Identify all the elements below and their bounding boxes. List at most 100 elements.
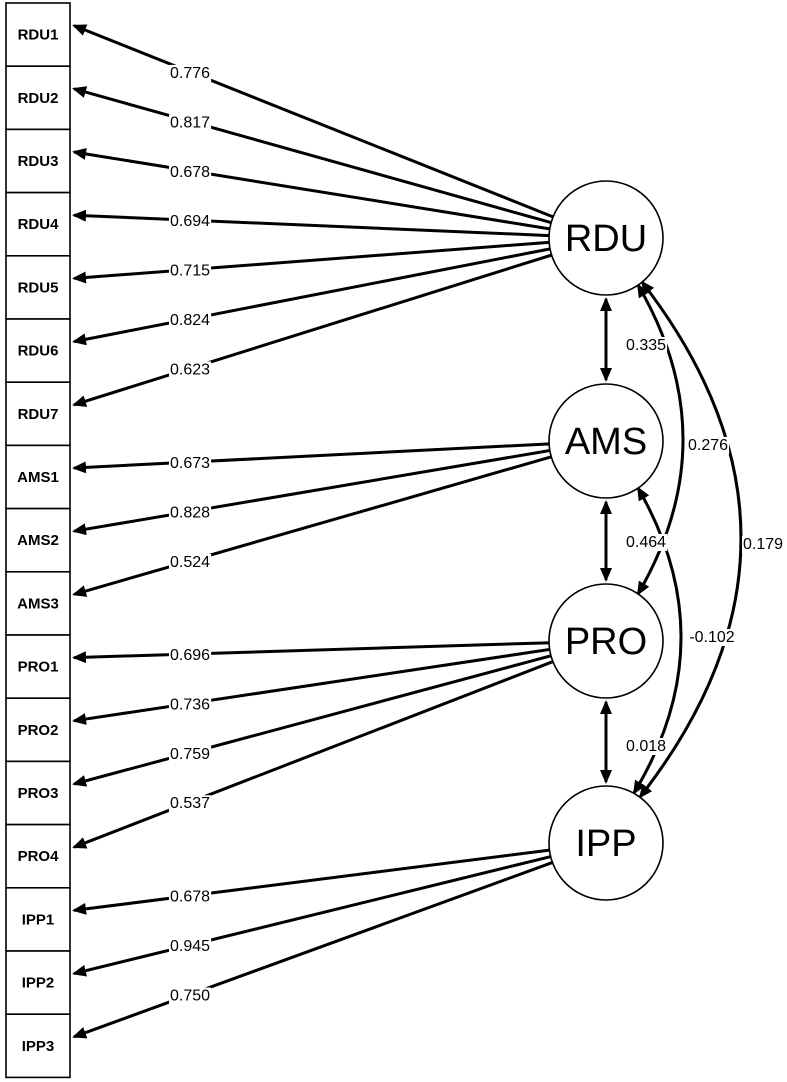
indicator-box-rdu1: RDU1 — [5, 2, 71, 68]
indicator-label: IPP2 — [22, 975, 55, 992]
indicator-box-ams1: AMS1 — [5, 444, 71, 510]
loading-label-ipp2: 0.945 — [168, 938, 212, 956]
indicator-box-ams3: AMS3 — [5, 570, 71, 636]
loading-edge-rdu-rdu3 — [72, 147, 556, 232]
loading-label-pro3-text: 0.759 — [170, 746, 210, 763]
correlation-label-rdu-pro: 0.276 — [686, 437, 730, 454]
indicator-box-rdu4: RDU4 — [5, 191, 71, 257]
loading-label-rdu3: 0.678 — [168, 163, 212, 181]
indicator-box-ipp3: IPP3 — [5, 1013, 71, 1079]
loading-edge-ipp-ipp2 — [72, 853, 557, 977]
indicator-boxes: RDU1RDU2RDU3RDU4RDU5RDU6RDU7AMS1AMS2AMS3… — [5, 2, 71, 1079]
edge-labels: 0.776 0.817 0.678 0.694 0.715 0.824 0.623 0.673… — [168, 64, 785, 1005]
loading-label-ams2-text: 0.828 — [170, 505, 210, 522]
factor-label: RDU — [565, 218, 647, 260]
loading-label-rdu7: 0.623 — [168, 361, 212, 379]
indicator-label: IPP1 — [22, 911, 55, 928]
indicator-box-rdu6: RDU6 — [5, 318, 71, 384]
indicator-label: PRO2 — [18, 722, 59, 739]
loading-label-pro4: 0.537 — [168, 795, 212, 813]
loading-label-pro4-text: 0.537 — [170, 795, 210, 812]
loading-edges — [72, 24, 560, 1039]
loading-edge-pro-pro2 — [72, 647, 556, 725]
factor-nodes: RDU AMS PRO IPP — [548, 180, 664, 901]
loading-label-ipp2-text: 0.945 — [170, 938, 210, 955]
loading-edge-rdu-rdu2 — [72, 86, 558, 226]
indicator-box-rdu3: RDU3 — [5, 128, 71, 194]
indicator-label: PRO4 — [18, 848, 60, 865]
correlation-label-ams-pro: 0.464 — [624, 534, 668, 551]
loading-edge-ams-ams2 — [72, 448, 556, 536]
loading-edge-ipp-ipp1 — [72, 847, 556, 915]
factor-node-ams: AMS — [548, 383, 664, 499]
loading-label-ipp1-text: 0.678 — [170, 889, 210, 906]
indicator-label: AMS1 — [17, 469, 59, 486]
loading-edge-ams-ams3 — [72, 453, 558, 597]
loading-label-ipp3: 0.750 — [168, 987, 212, 1005]
indicator-box-rdu2: RDU2 — [5, 65, 71, 131]
loading-edge-rdu-rdu1 — [72, 24, 560, 221]
indicator-label: RDU5 — [18, 279, 59, 296]
loading-label-pro2-text: 0.736 — [170, 696, 210, 713]
loading-edge-rdu-rdu5 — [72, 240, 556, 284]
correlation-label-ams-ipp: -0.102 — [688, 629, 736, 646]
loading-edge-pro-pro4 — [72, 658, 559, 849]
indicator-label: RDU6 — [18, 343, 59, 360]
indicator-label: RDU4 — [18, 216, 59, 233]
loading-label-rdu1-text: 0.776 — [170, 65, 210, 82]
correlation-label-ams-ipp-text: -0.102 — [689, 629, 734, 646]
loading-label-rdu3-text: 0.678 — [170, 164, 210, 181]
factor-node-pro: PRO — [548, 583, 664, 699]
indicator-label: PRO1 — [18, 659, 59, 676]
indicator-label: RDU7 — [18, 406, 59, 423]
loading-label-ams2: 0.828 — [168, 504, 212, 522]
loading-label-rdu7-text: 0.623 — [170, 361, 210, 378]
loading-label-rdu6: 0.824 — [168, 312, 212, 330]
indicator-box-pro1: PRO1 — [5, 634, 71, 700]
loading-label-rdu5: 0.715 — [168, 262, 212, 280]
loading-label-rdu4-text: 0.694 — [170, 213, 210, 230]
indicator-label: RDU1 — [18, 27, 59, 44]
indicator-label: PRO3 — [18, 785, 59, 802]
correlation-label-pro-ipp: 0.018 — [624, 738, 668, 755]
loading-label-pro1-text: 0.696 — [170, 647, 210, 664]
correlation-label-rdu-ams-text: 0.335 — [626, 337, 666, 354]
indicator-box-ams2: AMS2 — [5, 507, 71, 573]
loading-label-rdu5-text: 0.715 — [170, 263, 210, 280]
loading-label-rdu2-text: 0.817 — [170, 114, 210, 131]
indicator-box-ipp1: IPP1 — [5, 886, 71, 952]
loading-label-ams3-text: 0.524 — [170, 554, 210, 571]
indicator-label: RDU2 — [18, 90, 59, 107]
indicator-label: IPP3 — [22, 1038, 55, 1055]
factor-label: AMS — [565, 421, 647, 463]
indicator-label: RDU3 — [18, 153, 59, 170]
loading-edge-pro-pro3 — [72, 652, 558, 787]
correlation-edge-rdu-pro — [636, 283, 685, 596]
indicator-box-pro2: PRO2 — [5, 697, 71, 763]
factor-label: IPP — [575, 823, 636, 865]
loading-label-rdu4: 0.694 — [168, 213, 212, 231]
loading-edge-rdu-rdu4 — [72, 209, 556, 238]
indicator-label: AMS3 — [17, 595, 59, 612]
correlation-label-rdu-ipp: 0.179 — [741, 536, 785, 553]
loading-label-ipp1: 0.678 — [168, 888, 212, 906]
loading-label-rdu1: 0.776 — [168, 64, 212, 82]
loading-edge-ams-ams1 — [72, 442, 556, 474]
loading-label-ams3: 0.524 — [168, 553, 212, 571]
loading-label-ipp3-text: 0.750 — [170, 988, 210, 1005]
correlation-label-rdu-ams: 0.335 — [624, 337, 668, 354]
indicator-box-pro3: PRO3 — [5, 760, 71, 826]
loading-label-ams1-text: 0.673 — [170, 455, 210, 472]
loading-edge-ipp-ipp3 — [72, 859, 559, 1039]
loading-label-pro3: 0.759 — [168, 745, 212, 763]
loading-label-pro2: 0.736 — [168, 696, 212, 714]
indicator-box-pro4: PRO4 — [5, 823, 71, 889]
correlation-label-rdu-pro-text: 0.276 — [688, 437, 728, 454]
loading-label-rdu2: 0.817 — [168, 114, 212, 132]
indicator-box-rdu5: RDU5 — [5, 255, 71, 320]
indicator-box-rdu7: RDU7 — [5, 381, 71, 447]
correlation-edge-rdu-ipp — [638, 280, 743, 799]
loading-edge-rdu-rdu6 — [72, 246, 557, 346]
correlation-label-rdu-ipp-text: 0.179 — [743, 536, 783, 553]
